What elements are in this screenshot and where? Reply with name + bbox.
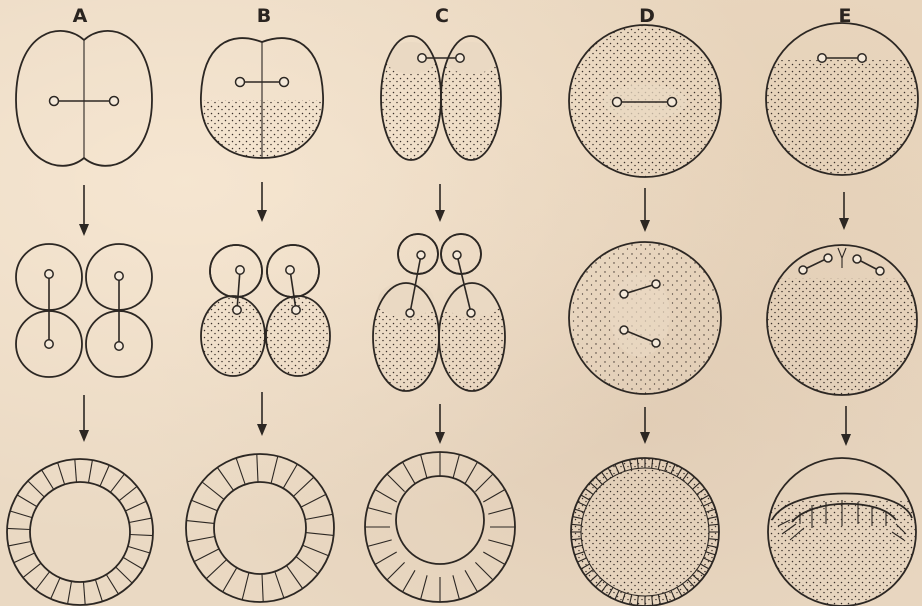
column-e-arrow-2 [841, 406, 851, 446]
cell-wall [223, 568, 237, 592]
cell-wall [453, 455, 460, 479]
column-b-blastula [186, 454, 334, 602]
cell-wall [465, 462, 478, 484]
cell-wall [130, 535, 153, 536]
cell-wall [236, 458, 245, 485]
column-a-arrow-1 [79, 185, 89, 236]
cell-wall [10, 511, 32, 518]
cell-wall [110, 474, 124, 492]
column-a-arrow-2 [79, 395, 89, 442]
column-c-stage-1-two-cell [378, 36, 508, 160]
cell-wall [453, 575, 460, 599]
cell-wall [305, 514, 333, 519]
column-label-a: A [73, 5, 88, 27]
cell-wall [84, 582, 86, 605]
cell-wall [106, 575, 118, 595]
column-b-arrow-1 [257, 182, 267, 222]
column-c-blastula [365, 452, 515, 602]
column-b-arrow-2 [257, 392, 267, 436]
column-c-stage-2-four-cell [373, 234, 505, 391]
cell-wall [287, 566, 303, 589]
cell-wall [217, 468, 233, 491]
cell-wall [483, 490, 505, 503]
column-e-stage-2-meroblastic-cleavage [760, 245, 922, 403]
cell-wall [100, 465, 109, 486]
cell-wall [202, 482, 224, 499]
cell-wall [68, 581, 72, 604]
column-label-b: B [257, 5, 271, 27]
cell-wall [271, 456, 278, 483]
column-d-arrow-1 [640, 188, 650, 232]
cell-wall [375, 490, 397, 503]
cell-wall [206, 560, 226, 579]
cell-wall [191, 500, 217, 511]
cell-wall [403, 570, 416, 592]
column-d-stage-2-nuclear-division [565, 240, 725, 400]
cell-wall [89, 460, 93, 483]
cell-wall [475, 562, 493, 580]
column-a-stage-1-two-cell [16, 31, 152, 166]
cell-wall [119, 486, 137, 500]
column-c-arrow-1 [435, 184, 445, 222]
column-b-stage-1-two-cell [195, 38, 330, 162]
cell-wall [36, 572, 50, 590]
cell-wall [387, 474, 405, 492]
cell-wall [296, 557, 318, 574]
cell-wall [75, 459, 77, 482]
cell-wall [306, 533, 334, 536]
cell-wall [186, 521, 214, 524]
cell-wall [303, 545, 329, 556]
cell-wall [7, 528, 30, 529]
cell-wall [421, 575, 428, 599]
column-a-stage-2-four-cell [16, 244, 152, 377]
cell-wall [187, 537, 215, 542]
column-b-stage-2-four-cell [201, 245, 330, 376]
cell-wall [23, 563, 41, 577]
cell-wall [283, 464, 297, 488]
cell-wall [116, 567, 133, 583]
cell-wall [368, 540, 392, 547]
column-label-d: D [639, 5, 655, 27]
cell-wall [14, 553, 35, 563]
cell-wall [488, 508, 512, 514]
column-d-arrow-2 [640, 407, 650, 444]
column-e-arrow-1 [839, 192, 849, 230]
column-e-stage-1-zygote [760, 23, 922, 180]
column-label-c: C [435, 5, 449, 27]
column-c-arrow-2 [435, 404, 445, 444]
cell-wall [51, 578, 60, 599]
column-e-discoblastula [760, 458, 922, 606]
cell-wall [257, 454, 258, 482]
cell-wall [368, 508, 392, 514]
cell-wall [488, 540, 512, 547]
cell-wall [28, 481, 45, 497]
column-a-blastula [7, 459, 153, 605]
cell-wall [42, 470, 54, 490]
cell-wall [465, 570, 478, 592]
cell-wall [375, 552, 397, 565]
cell-wall [123, 557, 143, 569]
cell-wall [8, 542, 31, 546]
cell-wall [125, 501, 146, 511]
cell-wall [194, 549, 219, 562]
column-d-blastoderm [565, 452, 725, 606]
cell-wall [421, 455, 428, 479]
cell-wall [275, 572, 284, 599]
cell-wall [475, 474, 493, 492]
cell-wall [129, 518, 152, 522]
cell-wall [403, 462, 416, 484]
cell-wall [242, 573, 249, 600]
cell-wall [262, 574, 263, 602]
cell-wall [483, 552, 505, 565]
cell-wall [387, 562, 405, 580]
cell-wall [301, 494, 326, 507]
cell-wall [17, 495, 37, 507]
column-d-stage-1-zygote [565, 20, 725, 185]
cell-wall [58, 463, 65, 485]
cell-wall [293, 477, 313, 496]
cell-wall [128, 546, 150, 553]
cell-wall [95, 580, 102, 602]
